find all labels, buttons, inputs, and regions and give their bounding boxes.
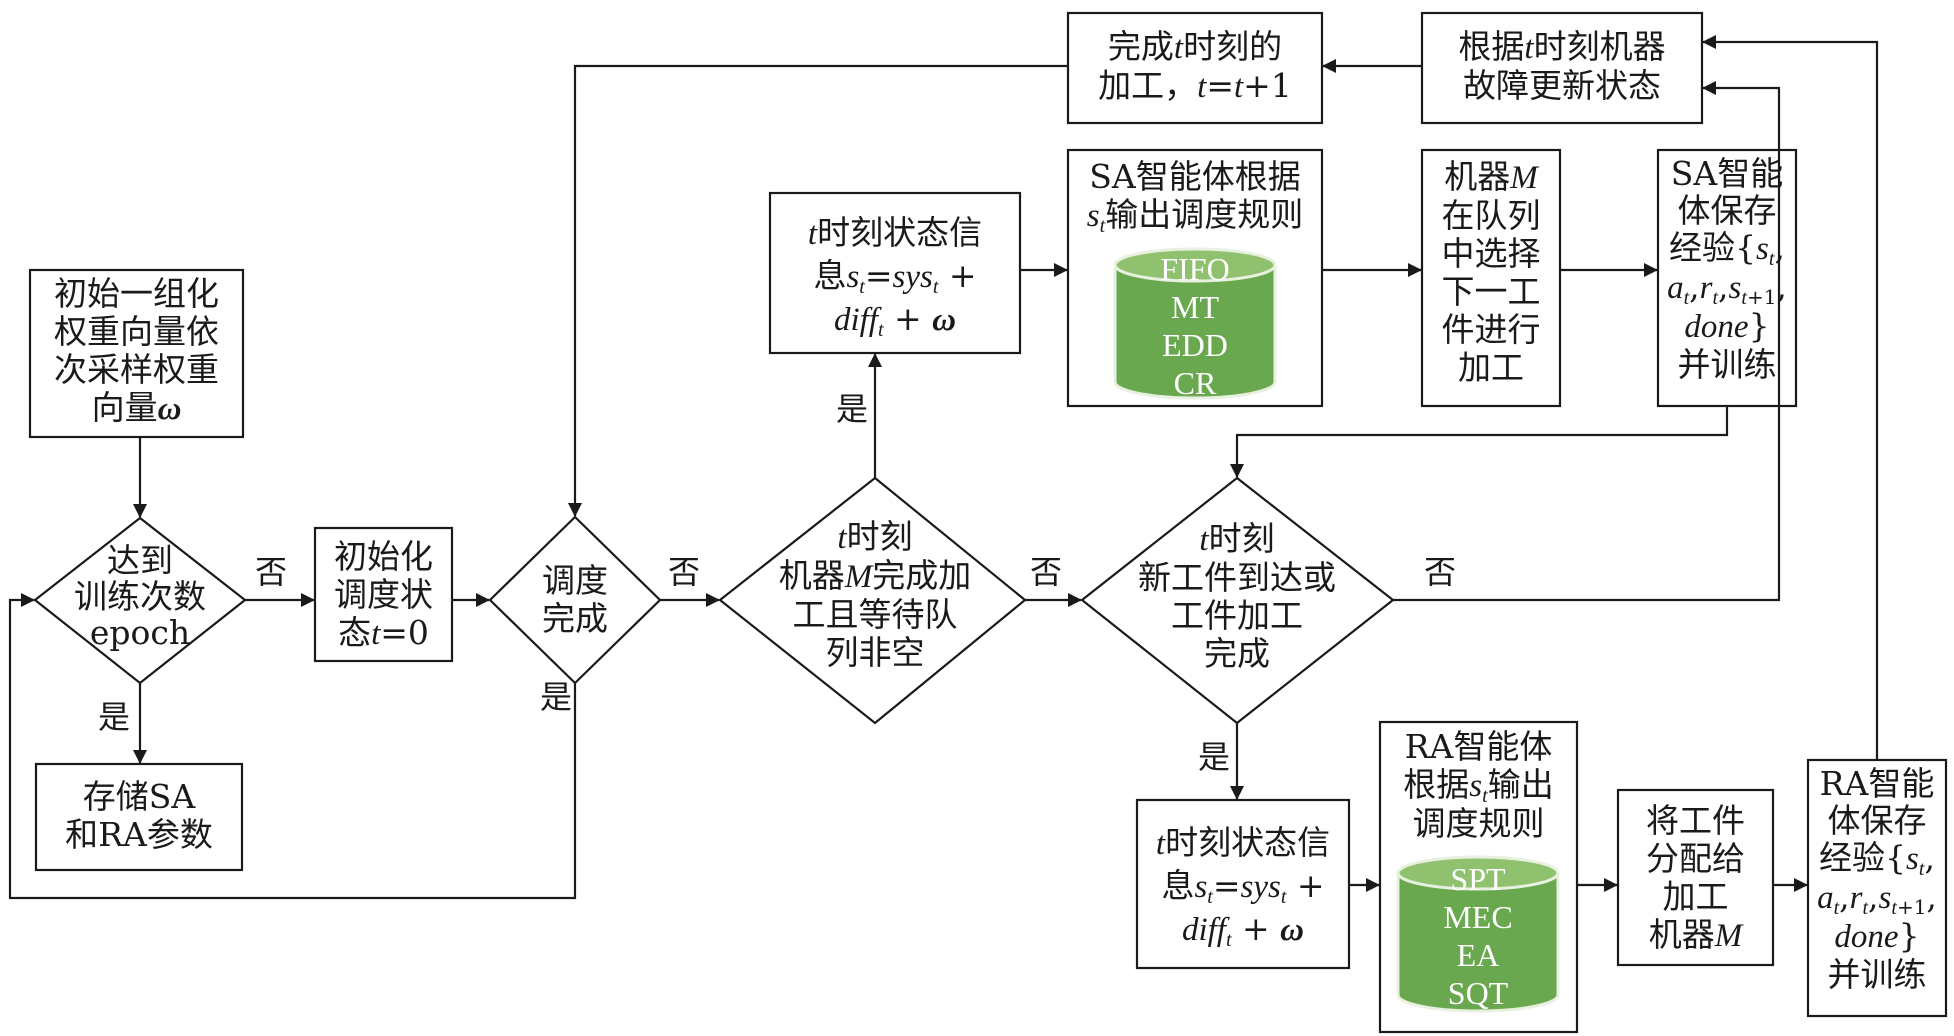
- label-yes-sched: 是: [540, 678, 573, 716]
- label-no-newjob: 否: [1424, 553, 1457, 591]
- reach-epoch-text: 达到 训练次数 epoch: [74, 541, 206, 652]
- sa-agent-text: SA智能体根据 st输出调度规则: [1086, 157, 1304, 237]
- box-save-params: [34, 762, 244, 872]
- cylinder-ra-rules: [1396, 855, 1560, 1013]
- label-no-sched: 否: [668, 553, 701, 591]
- cylinder-sa-rules: [1113, 247, 1277, 400]
- arrow-rasave-to-update: [1702, 35, 1879, 760]
- finish-t-text: 完成t时刻的 加工，t=t+1: [1098, 27, 1292, 106]
- rule-sqt: SQT: [1447, 975, 1509, 1011]
- save-params-text: 存储SA 和RA参数: [65, 777, 213, 854]
- rule-mec: MEC: [1443, 899, 1513, 935]
- init-weights-text: 初始一组化 权重向量依 次采样权重 向量ω: [54, 274, 219, 428]
- box-init-state: [313, 526, 454, 663]
- state-lower-text: t时刻状态信 息st=syst + difft + ω: [1155, 823, 1331, 951]
- arrow-newjob-no-update: [1393, 81, 1781, 602]
- box-state-upper: [768, 191, 1022, 355]
- rule-edd: EDD: [1162, 327, 1228, 363]
- label-yes-epoch: 是: [98, 698, 131, 736]
- arrow-finish-to-sched: [568, 64, 1068, 517]
- diamond-machine-done: [718, 476, 1027, 725]
- sched-done-text: 调度 完成: [542, 561, 608, 638]
- arrow-sasave-to-newjob: [1230, 406, 1729, 478]
- rule-fifo: FIFO: [1160, 251, 1230, 287]
- rule-cr: CR: [1173, 365, 1217, 401]
- rule-ea: EA: [1456, 937, 1500, 973]
- label-yes-machine: 是: [836, 390, 869, 428]
- sa-save-text: SA智能 体保存 经验{st, at,rt,st+1, done} 并训练: [1667, 154, 1787, 384]
- ra-rules-list: SPT MEC EA SQT: [1398, 860, 1558, 1012]
- new-job-text: t时刻 新工件到达或 工件加工 完成: [1138, 519, 1336, 673]
- box-init-weights: [28, 268, 245, 439]
- arrow-sched-yes-loop: [8, 593, 577, 900]
- box-update-state: [1420, 11, 1704, 125]
- ra-save-text: RA智能 体保存 经验{st, at,rt,st+1, done} 并训练: [1817, 764, 1937, 994]
- sa-rules-list: FIFO MT EDD CR: [1115, 250, 1275, 402]
- assign-job-text: 将工件 分配给 加工 机器M: [1646, 801, 1745, 955]
- label-no-machine: 否: [1030, 553, 1063, 591]
- machine-done-text: t时刻 机器M完成加 工且等待队 列非空: [778, 517, 972, 672]
- state-upper-text: t时刻状态信 息st=syst + difft + ω: [807, 213, 983, 341]
- rule-mt: MT: [1171, 289, 1219, 325]
- box-assign-job: [1616, 788, 1775, 967]
- rule-spt: SPT: [1450, 861, 1506, 897]
- machine-select-text: 机器M 在队列 中选择 下一工 件进行 加工: [1441, 157, 1541, 387]
- box-sa-agent: [1066, 148, 1324, 408]
- ra-agent-text: RA智能体 根据st输出 调度规则: [1403, 727, 1554, 843]
- label-yes-newjob: 是: [1198, 738, 1231, 776]
- init-state-text: 初始化 调度状 态t=0: [334, 537, 433, 653]
- update-state-text: 根据t时刻机器 故障更新状态: [1458, 27, 1666, 105]
- box-machine-select: [1420, 148, 1562, 408]
- label-no-epoch: 否: [255, 553, 288, 591]
- box-ra-agent: [1378, 720, 1579, 1034]
